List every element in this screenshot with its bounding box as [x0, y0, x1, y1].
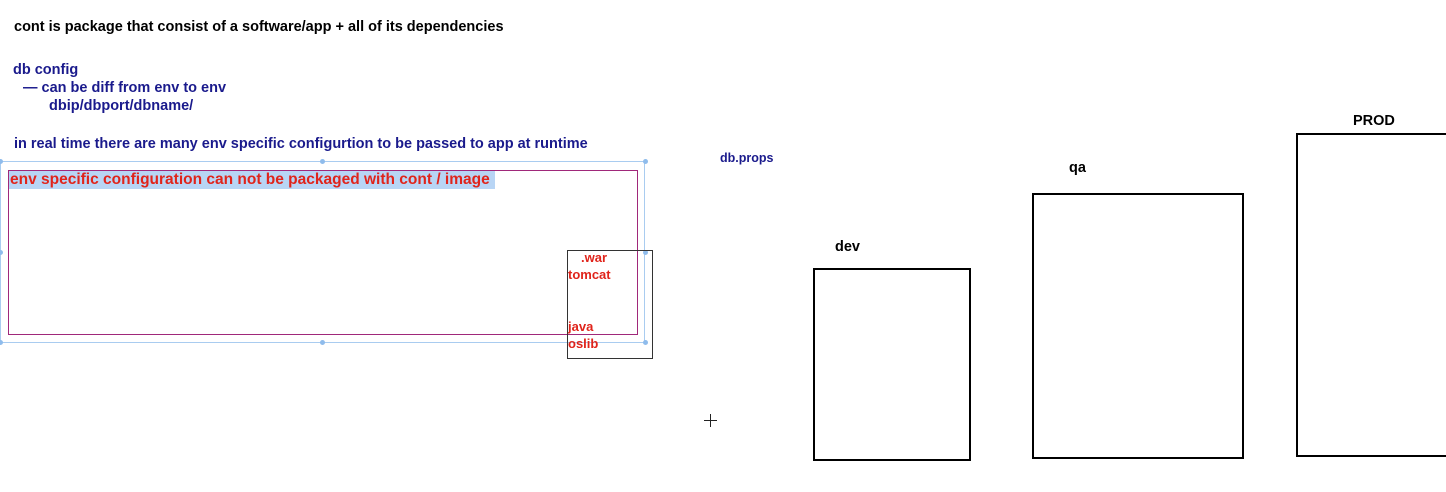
qa-label[interactable]: qa: [1069, 160, 1086, 176]
selection-handle-middle-right[interactable]: [643, 250, 648, 255]
db-config-diff-text[interactable]: — can be diff from env to env: [23, 80, 227, 96]
selection-handle-top-center[interactable]: [320, 159, 325, 164]
headline-text[interactable]: cont is package that consist of a softwa…: [14, 19, 504, 35]
selection-handle-top-left[interactable]: [0, 159, 3, 164]
db-config-params-text[interactable]: dbip/dbport/dbname/: [49, 98, 194, 114]
crosshair-cursor-icon: [704, 414, 717, 427]
tomcat-label[interactable]: tomcat: [568, 267, 611, 282]
selection-handle-bottom-left[interactable]: [0, 340, 3, 345]
selected-text[interactable]: env specific configuration can not be pa…: [9, 171, 495, 189]
selection-handle-bottom-center[interactable]: [320, 340, 325, 345]
oslib-label[interactable]: oslib: [568, 336, 599, 351]
prod-label[interactable]: PROD: [1353, 113, 1395, 129]
db-props-text[interactable]: db.props: [720, 151, 774, 165]
prod-environment-box[interactable]: [1296, 133, 1446, 457]
selection-handle-top-right[interactable]: [643, 159, 648, 164]
war-label[interactable]: .war: [581, 250, 608, 265]
realtime-note-text[interactable]: in real time there are many env specific…: [14, 136, 588, 152]
selection-handle-bottom-right[interactable]: [643, 340, 648, 345]
selection-handle-middle-left[interactable]: [0, 250, 3, 255]
dev-label[interactable]: dev: [835, 239, 860, 255]
dev-environment-box[interactable]: [813, 268, 971, 461]
db-config-text[interactable]: db config: [13, 62, 79, 78]
java-label[interactable]: java: [568, 319, 594, 334]
qa-environment-box[interactable]: [1032, 193, 1244, 459]
container-outline-box[interactable]: [8, 170, 638, 335]
image-box[interactable]: [567, 250, 653, 359]
